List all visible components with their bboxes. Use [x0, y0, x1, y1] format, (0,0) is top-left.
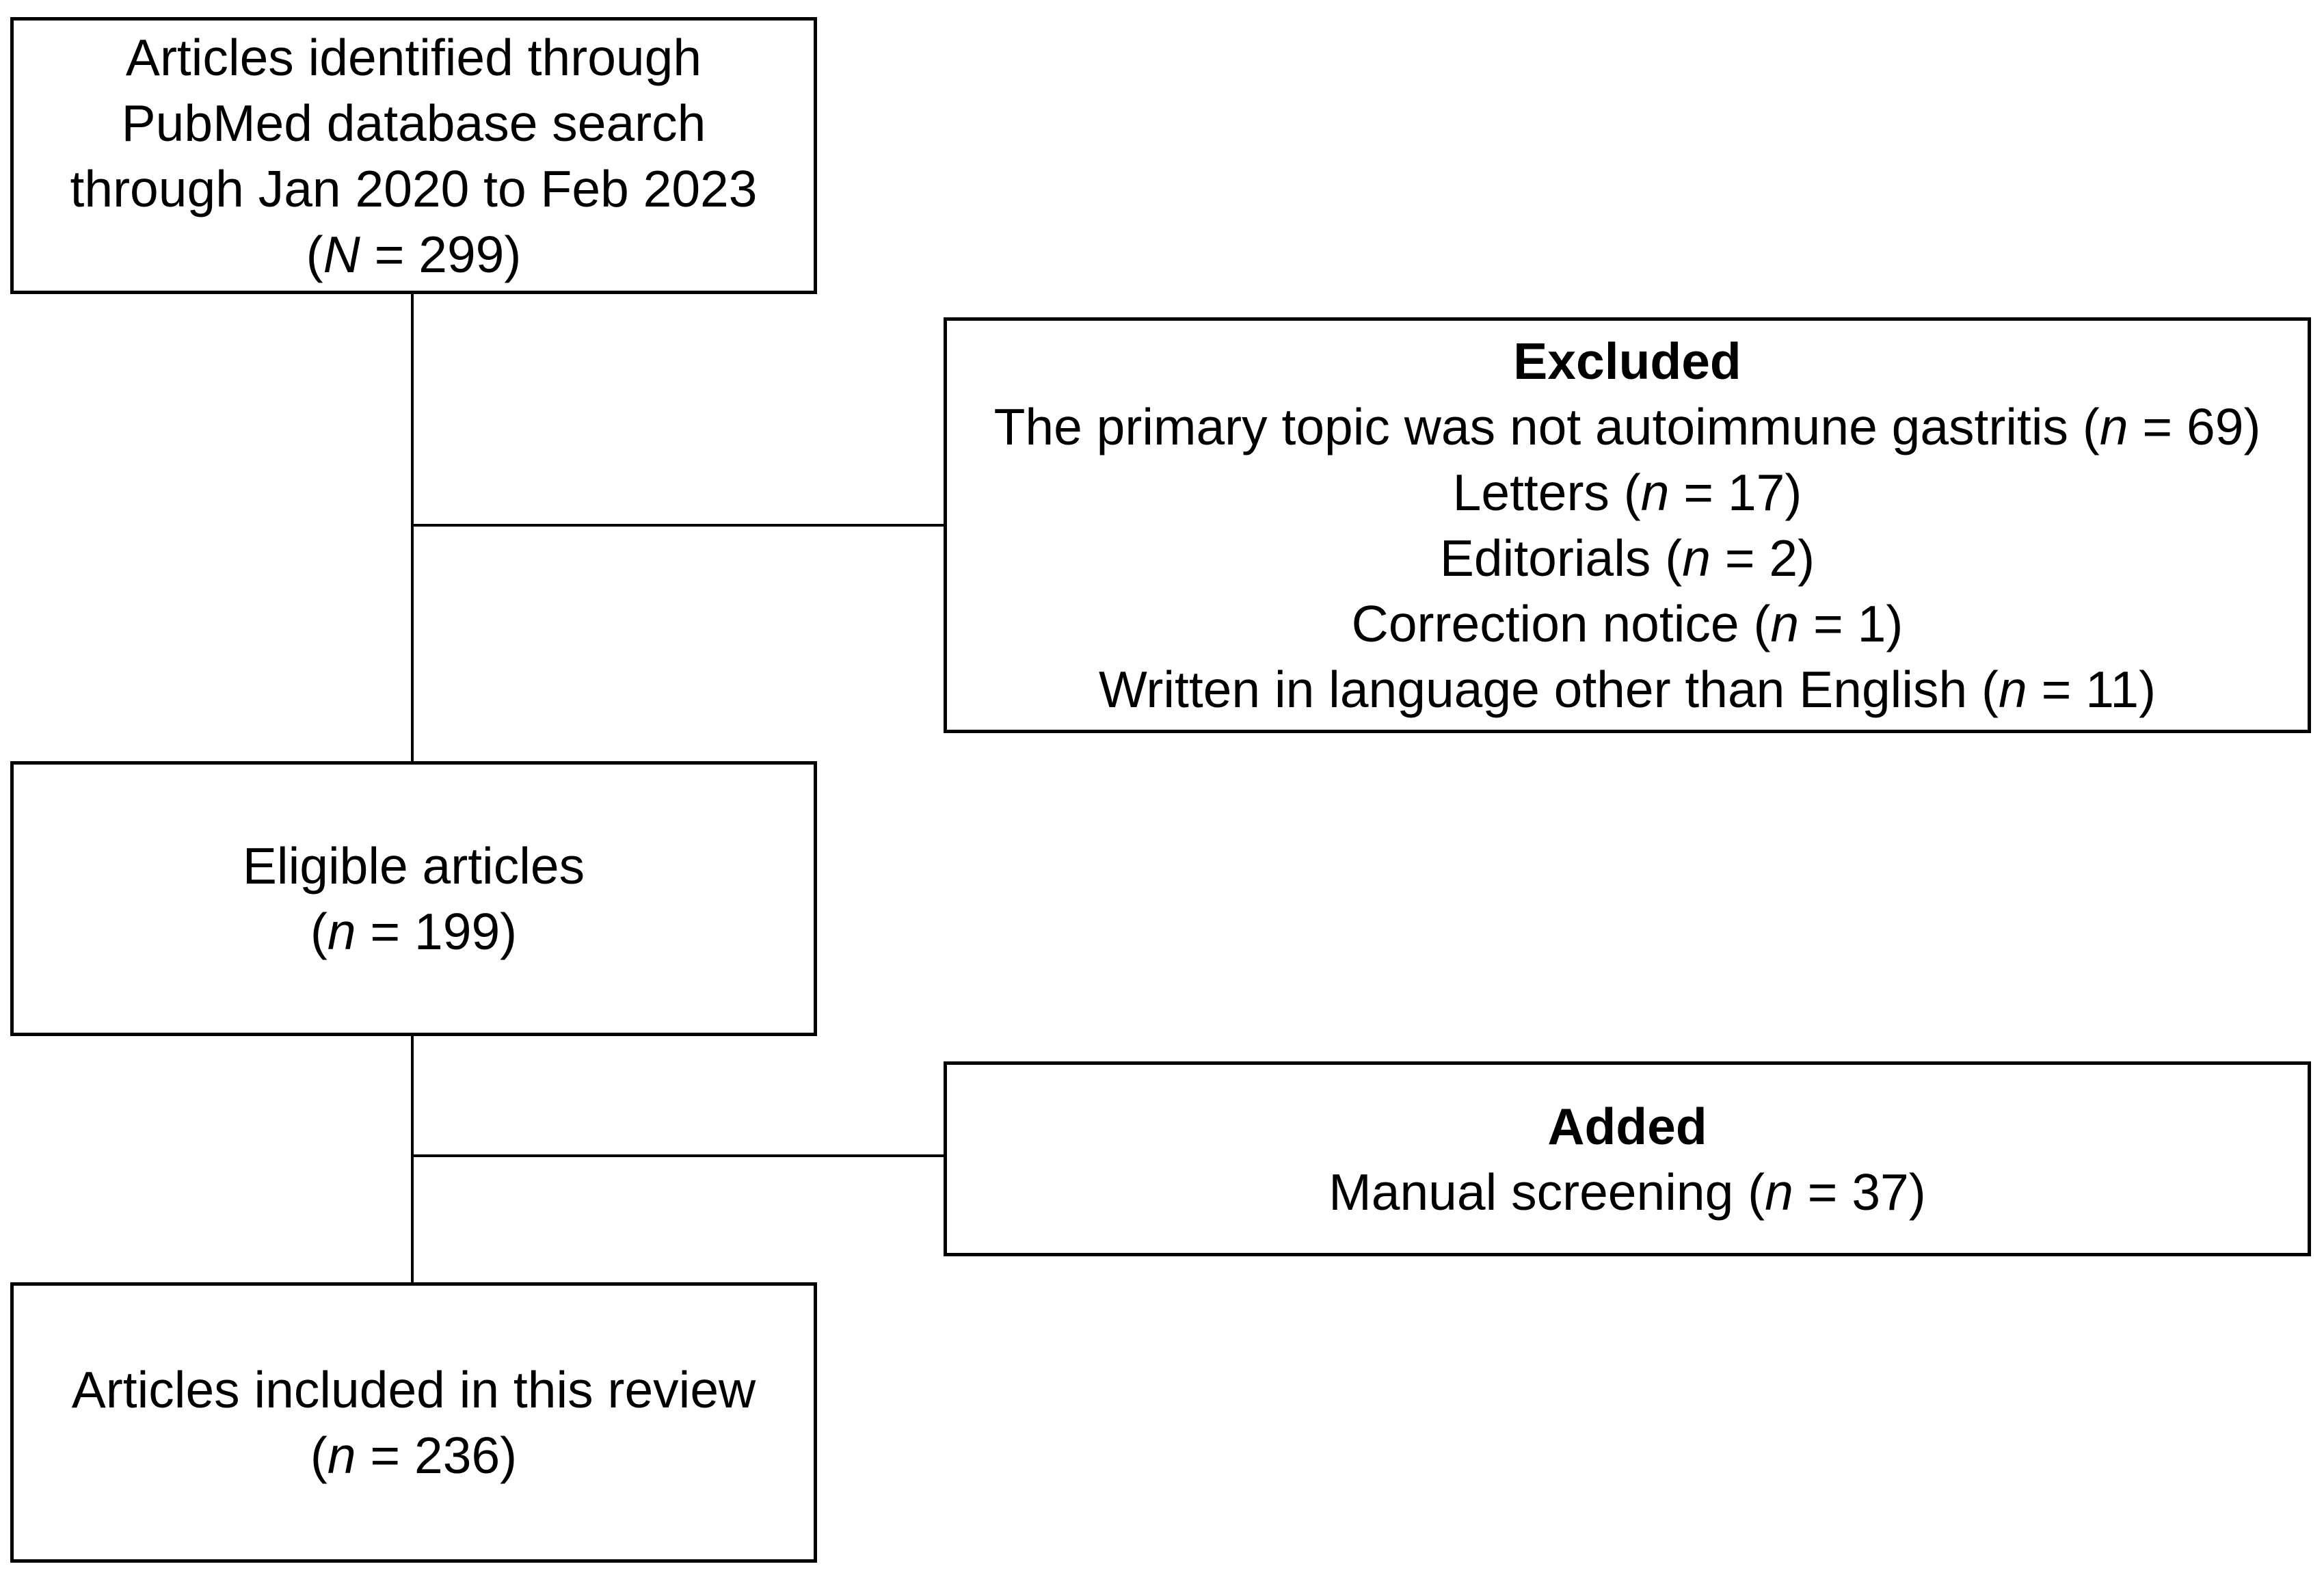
connector-eligible-to-included — [411, 1036, 414, 1282]
added-item-1: Manual screening (n = 37) — [1328, 1159, 1925, 1225]
box-added: Added Manual screening (n = 37) — [944, 1061, 2311, 1256]
item-label: Letters ( — [1452, 464, 1641, 521]
excluded-item-5: Written in language other than English (… — [1099, 657, 2156, 722]
count-rest: = 299) — [360, 225, 522, 283]
item-rest: = 37) — [1793, 1163, 1926, 1221]
excluded-item-2: Letters (n = 17) — [1453, 460, 1802, 525]
count-open: ( — [310, 903, 328, 960]
connector-identified-to-eligible — [411, 294, 414, 761]
item-label: Written in language other than English ( — [1098, 661, 1999, 718]
item-rest: = 2) — [1710, 529, 1815, 587]
item-label: Correction notice ( — [1351, 595, 1771, 652]
item-label: The primary topic was not autoimmune gas… — [993, 398, 2100, 455]
item-label: Manual screening ( — [1328, 1163, 1765, 1221]
item-rest: = 69) — [2128, 398, 2261, 455]
connector-branch-to-added — [412, 1154, 944, 1157]
excluded-item-1: The primary topic was not autoimmune gas… — [994, 394, 2261, 460]
item-symbol-italic: n — [1640, 464, 1670, 521]
count-symbol-italic: n — [327, 1427, 356, 1484]
item-symbol-italic: n — [1682, 529, 1711, 587]
excluded-title: Excluded — [1513, 332, 1741, 390]
count-rest: = 236) — [356, 1427, 518, 1484]
identified-line-1: Articles identified through — [125, 28, 702, 86]
identified-count: (N = 299) — [306, 222, 522, 287]
included-count: (n = 236) — [310, 1422, 517, 1488]
box-excluded: Excluded The primary topic was not autoi… — [944, 317, 2311, 733]
excluded-item-4: Correction notice (n = 1) — [1352, 591, 1904, 657]
connector-branch-to-excluded — [412, 524, 944, 527]
identified-line-3: through Jan 2020 to Feb 2023 — [70, 159, 758, 217]
count-rest: = 199) — [356, 903, 518, 960]
item-symbol-italic: n — [2099, 398, 2128, 455]
item-rest: = 11) — [2027, 661, 2156, 718]
count-open: ( — [310, 1427, 328, 1484]
box-eligible-articles: Eligible articles (n = 199) — [10, 761, 817, 1036]
item-rest: = 1) — [1799, 595, 1904, 652]
count-open: ( — [306, 225, 323, 283]
item-symbol-italic: n — [1765, 1163, 1793, 1221]
added-title: Added — [1547, 1097, 1707, 1155]
item-rest: = 17) — [1669, 464, 1802, 521]
count-symbol-italic: n — [327, 903, 356, 960]
identified-line-2: PubMed database search — [121, 94, 706, 152]
item-label: Editorials ( — [1439, 529, 1683, 587]
box-articles-identified: Articles identified through PubMed datab… — [10, 17, 817, 294]
item-symbol-italic: n — [1770, 595, 1800, 652]
count-symbol-italic: N — [323, 225, 360, 283]
item-symbol-italic: n — [1999, 661, 2027, 718]
eligible-line-1: Eligible articles — [242, 837, 585, 895]
eligible-count: (n = 199) — [310, 899, 517, 964]
included-line-1: Articles included in this review — [71, 1361, 756, 1418]
excluded-item-3: Editorials (n = 2) — [1440, 525, 1815, 591]
box-articles-included: Articles included in this review (n = 23… — [10, 1282, 817, 1563]
